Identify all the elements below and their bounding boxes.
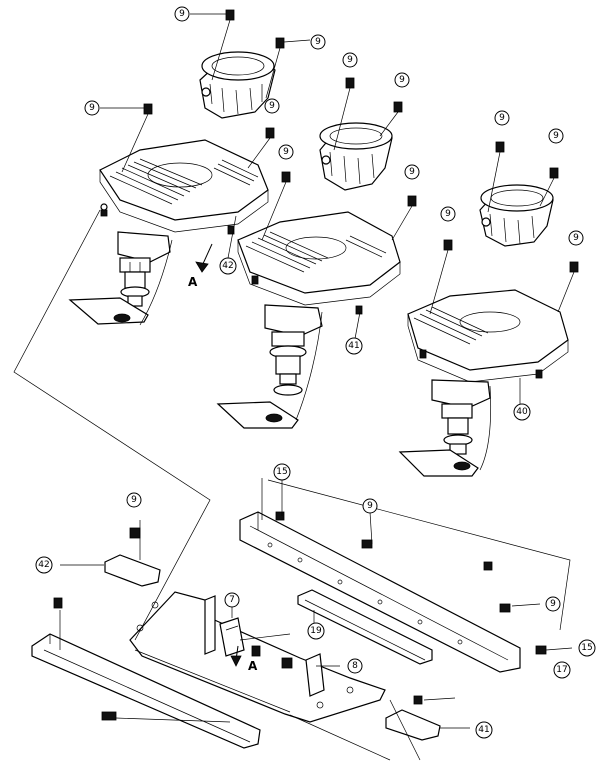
arrow-label-a: A	[248, 659, 258, 673]
mounting-frame	[31, 511, 547, 749]
svg-text:9: 9	[179, 9, 185, 19]
svg-text:41: 41	[348, 341, 359, 351]
svg-text:8: 8	[352, 661, 358, 671]
svg-text:42: 42	[38, 560, 49, 570]
callout-42: 42	[219, 257, 237, 275]
callout-9: 9	[404, 164, 420, 180]
svg-text:9: 9	[283, 147, 289, 157]
callout-15: 15	[578, 639, 596, 657]
callout-9: 9	[264, 98, 280, 114]
svg-text:40: 40	[516, 407, 528, 417]
svg-text:15: 15	[276, 467, 287, 477]
callout-9: 9	[310, 34, 326, 50]
svg-text:42: 42	[222, 261, 233, 271]
callout-9: 9	[126, 492, 142, 508]
callout-9: 9	[494, 110, 510, 126]
callout-9: 9	[440, 206, 456, 222]
svg-text:9: 9	[553, 131, 559, 141]
arrow-label-a: A	[188, 275, 198, 289]
svg-text:7: 7	[229, 595, 235, 605]
svg-text:9: 9	[399, 75, 405, 85]
callout-9: 9	[342, 52, 358, 68]
svg-text:9: 9	[131, 495, 137, 505]
callout-41: 41	[345, 337, 363, 355]
svg-text:9: 9	[550, 599, 556, 609]
svg-text:41: 41	[478, 725, 489, 735]
callout-8: 8	[347, 658, 363, 674]
direction-arrow-a-upper: A	[188, 243, 213, 289]
callout-9: 9	[545, 596, 561, 612]
callout-17: 17	[553, 661, 571, 679]
motor-assembly-left	[68, 51, 276, 326]
callout-9: 9	[568, 230, 584, 246]
callout-15: 15	[273, 463, 291, 481]
svg-text:15: 15	[581, 643, 592, 653]
svg-text:17: 17	[556, 665, 567, 675]
motor-assembly-right	[398, 184, 569, 477]
svg-text:9: 9	[89, 103, 95, 113]
svg-text:9: 9	[499, 113, 505, 123]
callout-9: 9	[84, 100, 100, 116]
callout-42: 42	[35, 556, 53, 574]
callout-9: 9	[278, 144, 294, 160]
callout-9: 9	[362, 498, 378, 514]
callout-40: 40	[513, 403, 531, 421]
svg-text:9: 9	[573, 233, 579, 243]
svg-text:9: 9	[445, 209, 451, 219]
direction-arrow-a-lower: A	[230, 645, 258, 673]
leader-lines	[13, 13, 575, 761]
callout-7: 7	[224, 592, 240, 608]
svg-text:9: 9	[347, 55, 353, 65]
callout-9: 9	[548, 128, 564, 144]
motor-assembly-middle	[216, 122, 401, 429]
callout-19: 19	[307, 622, 325, 640]
callout-9: 9	[394, 72, 410, 88]
svg-text:9: 9	[269, 101, 275, 111]
screws	[143, 9, 579, 273]
svg-text:19: 19	[310, 626, 322, 636]
callout-41: 41	[475, 721, 493, 739]
svg-text:9: 9	[367, 501, 373, 511]
svg-text:9: 9	[409, 167, 415, 177]
callout-9: 9	[174, 6, 190, 22]
svg-text:9: 9	[315, 37, 321, 47]
